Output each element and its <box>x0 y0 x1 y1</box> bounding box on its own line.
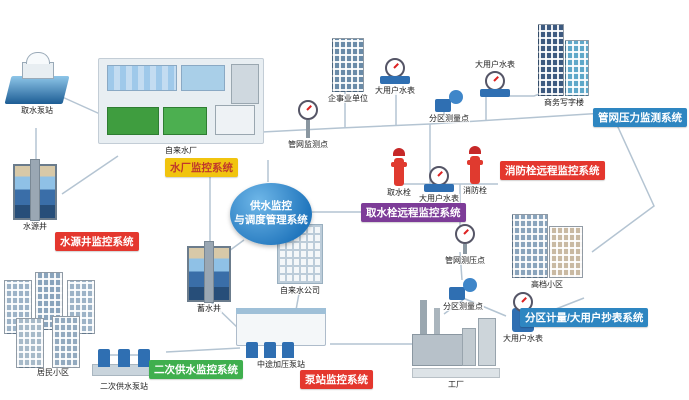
residential-area: 居民小区 <box>4 272 102 378</box>
enterprise-label: 企事业单位 <box>327 94 369 104</box>
source-well-label: 水源井 <box>22 222 48 232</box>
pressure-gauge-icon <box>453 224 477 254</box>
district-measure-point-bottom: 分区测量点 <box>442 278 484 312</box>
water-plant-icon <box>98 58 264 144</box>
residential-area-label: 居民小区 <box>36 368 70 378</box>
central-dispatch-system: 供水监控 与调度管理系统 <box>230 183 312 245</box>
factory-label: 工厂 <box>447 380 465 390</box>
factory: 工厂 <box>412 300 500 390</box>
badge-source-well-monitor: 水源井监控系统 <box>55 232 139 251</box>
water-plant: 自来水厂 <box>98 58 264 156</box>
water-meter-icon <box>424 166 454 192</box>
intake-hydrant: 取水栓 <box>386 148 412 198</box>
well-icon <box>13 164 57 220</box>
secondary-pump-station: 二次供水泵站 <box>92 330 156 392</box>
badge-secondary-supply-monitor: 二次供水监控系统 <box>149 360 243 379</box>
mid-pump-station: 中途加压泵站 <box>236 308 326 370</box>
intake-station-label: 取水泵站 <box>20 106 54 116</box>
mid-pump-station-label: 中途加压泵站 <box>256 360 306 370</box>
source-well: 水源井 <box>13 164 57 232</box>
badge-fire-hydrant-monitor: 消防栓远程监控系统 <box>500 161 605 180</box>
badge-plant-monitor: 水厂监控系统 <box>165 158 238 177</box>
well-icon <box>187 246 231 302</box>
pressure-point: 管网测压点 <box>444 224 486 266</box>
office-towers: 商务写字楼 <box>538 24 590 108</box>
hydrant-icon <box>391 148 407 186</box>
factory-icon <box>412 300 500 378</box>
meter-label: 大用户水表 <box>502 334 544 344</box>
district-point-label: 分区测量点 <box>428 114 470 124</box>
district-point-label: 分区测量点 <box>442 302 484 312</box>
fire-hydrant-label: 消防栓 <box>462 186 488 196</box>
residence-buildings-icon <box>512 214 583 278</box>
badge-pump-station-monitor: 泵站监控系统 <box>300 370 373 389</box>
intake-hydrant-label: 取水栓 <box>386 188 412 198</box>
meter-label: 大用户水表 <box>418 194 460 204</box>
office-label: 商务写字楼 <box>543 98 585 108</box>
tower-building-icon <box>332 38 364 92</box>
storage-well: 蓄水井 <box>187 246 231 314</box>
intake-pump-station: 取水泵站 <box>4 52 70 116</box>
badge-district-metering: 分区计量/大用户抄表系统 <box>520 308 649 327</box>
large-user-meter-3: 大用户水表 <box>418 166 460 204</box>
pump-icon <box>449 278 477 300</box>
secondary-pump-station-label: 二次供水泵站 <box>99 382 149 392</box>
residence-label: 高档小区 <box>530 280 564 290</box>
storage-well-label: 蓄水井 <box>196 304 222 314</box>
fire-hydrant: 消防栓 <box>462 146 488 196</box>
large-user-meter-1: 大用户水表 <box>374 58 416 96</box>
pumps-icon <box>92 330 156 380</box>
meter-label: 大用户水表 <box>474 60 516 70</box>
pump-station-icon <box>236 308 326 358</box>
badge-pipe-pressure-monitor: 管网压力监测系统 <box>593 108 687 127</box>
water-meter-icon <box>480 71 510 98</box>
badge-intake-hydrant-monitor: 取水栓远程监控系统 <box>361 203 466 222</box>
water-company-label: 自来水公司 <box>279 286 321 296</box>
water-plant-label: 自来水厂 <box>164 146 198 156</box>
enterprise-building: 企事业单位 <box>327 38 369 104</box>
pressure-gauge-icon <box>296 100 320 138</box>
district-measure-point-top: 分区测量点 <box>428 90 470 124</box>
intake-station-icon <box>4 52 70 104</box>
meter-label: 大用户水表 <box>374 86 416 96</box>
center-line1: 供水监控 <box>250 200 292 213</box>
large-user-meter-2: 大用户水表 <box>474 60 516 98</box>
pump-icon <box>435 90 463 112</box>
residence-buildings: 高档小区 <box>512 214 583 290</box>
pressure-point-label: 管网测压点 <box>444 256 486 266</box>
pipe-monitor-point: 管网监测点 <box>287 100 329 150</box>
water-meter-icon <box>380 58 410 84</box>
pipe-monitor-label: 管网监测点 <box>287 140 329 150</box>
center-line2: 与调度管理系统 <box>234 214 308 226</box>
hydrant-icon <box>467 146 483 184</box>
residential-cluster-icon <box>4 272 102 368</box>
twin-towers-icon <box>538 24 590 96</box>
